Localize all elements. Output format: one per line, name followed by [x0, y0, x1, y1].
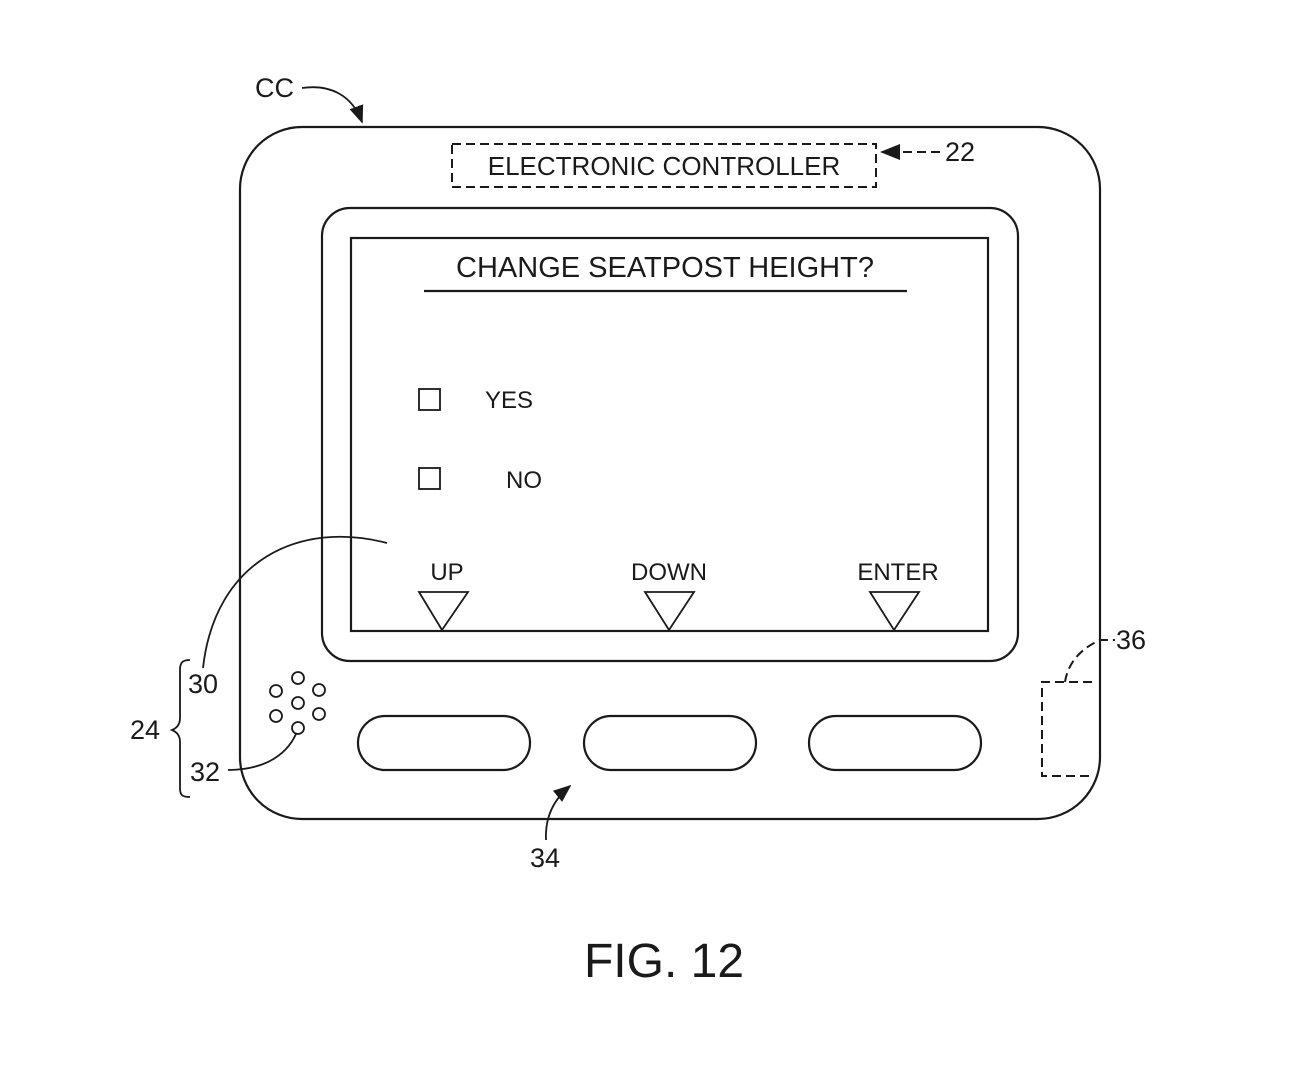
device-ref-leader — [301, 86, 364, 124]
up-button[interactable] — [356, 714, 532, 772]
ui-brace — [169, 659, 191, 798]
option-yes-checkbox[interactable] — [418, 388, 441, 411]
speaker-ref-leader — [227, 733, 297, 771]
speaker-hole — [291, 671, 305, 685]
option-no-checkbox[interactable] — [418, 467, 441, 490]
speaker-ref-label: 32 — [190, 757, 220, 787]
softkey-up: UP — [417, 559, 470, 632]
internal-component-leader — [1064, 639, 1115, 683]
device-ref-label: CC — [255, 73, 294, 103]
buttons-ref-label: 34 — [530, 843, 560, 873]
down-triangle-icon — [643, 591, 696, 632]
controller-label: ELECTRONIC CONTROLLER — [488, 151, 841, 181]
controller-label-box — [451, 143, 877, 188]
figure-caption: FIG. 12 — [584, 935, 744, 988]
option-yes[interactable]: YES — [418, 387, 533, 414]
option-no[interactable]: NO — [418, 467, 542, 494]
softkey-up-label: UP — [430, 559, 463, 586]
speaker-grille — [269, 671, 326, 735]
device-housing — [238, 125, 1102, 821]
down-triangle-icon — [868, 591, 921, 632]
speaker-hole — [269, 684, 283, 698]
option-yes-label: YES — [485, 387, 533, 414]
down-button[interactable] — [582, 714, 758, 772]
display-bezel — [320, 206, 1020, 663]
enter-button[interactable] — [807, 714, 983, 772]
controller-ref-label: 22 — [945, 137, 975, 167]
speaker-hole — [291, 721, 305, 735]
option-no-label: NO — [506, 467, 542, 494]
softkey-enter: ENTER — [857, 559, 939, 632]
screen-question: CHANGE SEATPOST HEIGHT? — [456, 252, 874, 284]
ui-ref-label: 24 — [130, 715, 160, 745]
softkey-enter-label: ENTER — [857, 559, 938, 586]
internal-component-outline — [1041, 681, 1092, 777]
speaker-hole — [269, 709, 283, 723]
internal-component-ref-label: 36 — [1116, 625, 1146, 655]
buttons-ref-leader — [545, 784, 572, 841]
softkey-down-label: DOWN — [631, 559, 707, 586]
speaker-hole — [312, 707, 326, 721]
down-triangle-icon — [417, 591, 470, 632]
speaker-hole — [291, 696, 305, 710]
speaker-hole — [312, 683, 326, 697]
softkey-down: DOWN — [631, 559, 707, 632]
display-ref-leader — [202, 535, 388, 669]
display-ref-label: 30 — [188, 669, 218, 699]
display-screen — [349, 236, 990, 633]
